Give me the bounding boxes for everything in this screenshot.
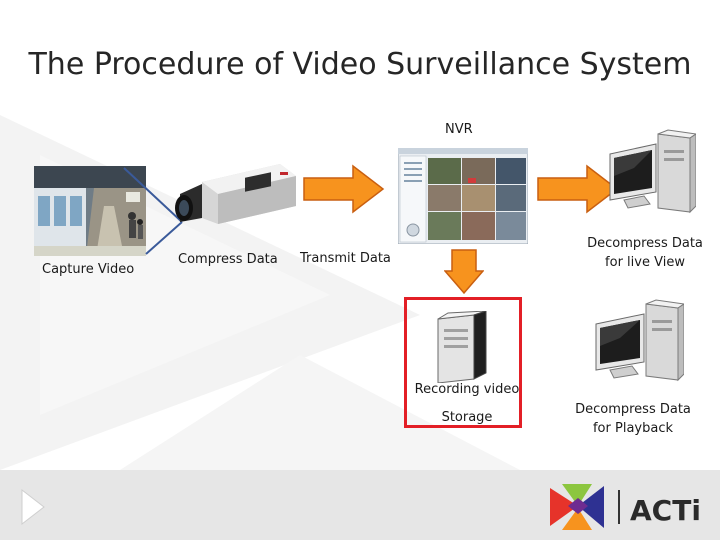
compress-data-label: Compress Data	[178, 252, 278, 267]
recording-video-label: Recording video	[414, 382, 520, 397]
capture-connector-lines	[123, 167, 183, 255]
nvr-label: NVR	[445, 122, 473, 137]
arrow-down-icon	[444, 249, 484, 295]
capture-video-label: Capture Video	[42, 262, 135, 277]
live-view-label: Decompress Data for live View	[580, 234, 710, 272]
nvr-software-screenshot	[398, 148, 528, 244]
playback-label-line1: Decompress Data	[575, 402, 691, 417]
slide-title: The Procedure of Video Surveillance Syst…	[28, 47, 692, 82]
live-view-label-line1: Decompress Data	[587, 236, 703, 251]
live-view-label-line2: for live View	[605, 255, 685, 270]
storage-label: Storage	[441, 410, 493, 425]
arrow-right-icon	[303, 164, 385, 214]
server-icon	[437, 311, 487, 383]
playback-label: Decompress Data for Playback	[568, 400, 698, 438]
train-platform-photo	[34, 166, 146, 256]
acti-logo: ACTi	[550, 484, 701, 530]
recording-storage-highlight	[404, 297, 522, 428]
playback-label-line2: for Playback	[592, 421, 673, 436]
play-icon	[21, 488, 45, 526]
logo-brand-text: ACTi	[630, 494, 701, 527]
computer-icon	[609, 129, 696, 214]
arrow-right-icon	[537, 164, 619, 214]
camera-icon	[175, 164, 296, 224]
computer-icon	[595, 299, 684, 382]
transmit-data-label: Transmit Data	[300, 251, 391, 266]
